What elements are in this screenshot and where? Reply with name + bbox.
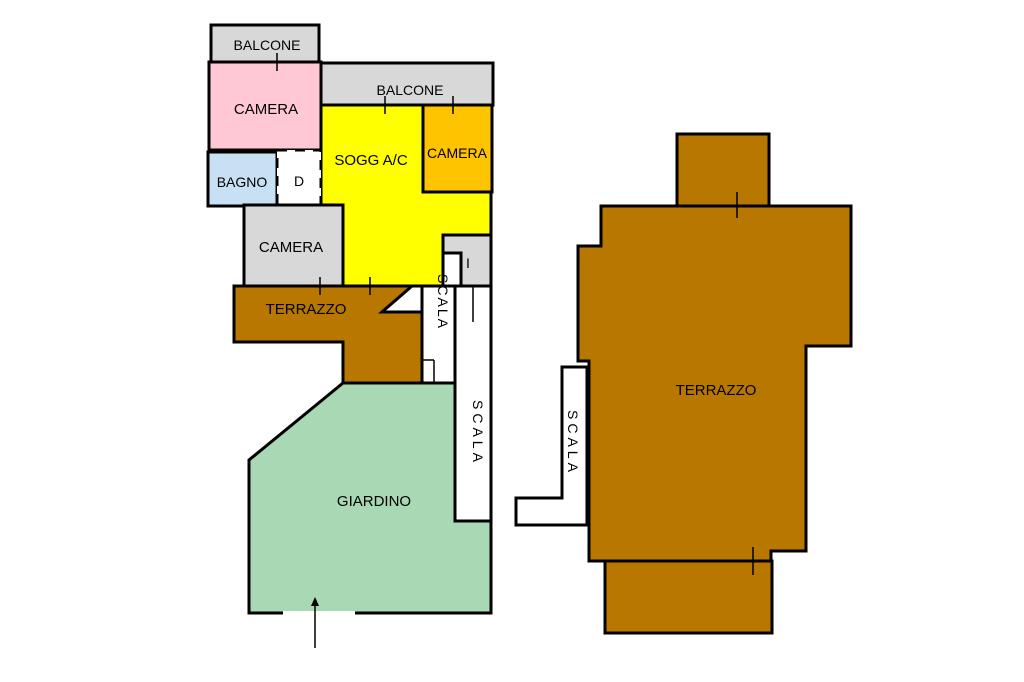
main-floor-plan: BALCONE CAMERA BALCONE SOGG A/C CAMERA B…	[206, 23, 495, 648]
inner-stair	[420, 284, 457, 385]
roof-stair	[514, 365, 589, 527]
label-terrazzo-small: TERRAZZO	[266, 301, 347, 318]
corridor	[275, 148, 323, 207]
label-roof-scala: SCALA	[565, 410, 581, 476]
bedroom-orange	[421, 103, 494, 194]
label-disimpegno: D	[294, 173, 304, 189]
label-balcone-top: BALCONE	[234, 37, 301, 53]
label-balcone-mid: BALCONE	[377, 82, 444, 98]
roof-terrace-main	[576, 204, 853, 563]
label-sogg-ac: SOGG A/C	[334, 152, 408, 169]
garden-entrance-arrowhead	[311, 597, 319, 606]
roof-terrace-top-tab	[675, 132, 771, 208]
label-roof-terrazzo: TERRAZZO	[676, 382, 757, 399]
roof-terrace-plan: TERRAZZO SCALA	[514, 132, 853, 635]
label-bagno: BAGNO	[217, 174, 268, 190]
entrance-hall	[441, 233, 493, 288]
label-scala-outer: SCALA	[470, 400, 486, 466]
label-scala-inner: SCALA	[435, 274, 451, 330]
label-camera-pink: CAMERA	[234, 101, 298, 118]
label-camera-grey: CAMERA	[259, 239, 323, 256]
bedroom-grey	[242, 203, 345, 288]
label-giardino: GIARDINO	[337, 493, 411, 510]
bedroom-pink	[207, 60, 323, 152]
label-ingresso: I	[466, 255, 470, 271]
label-camera-orange: CAMERA	[427, 145, 488, 161]
roof-terrace-bottom-tab	[603, 559, 774, 635]
